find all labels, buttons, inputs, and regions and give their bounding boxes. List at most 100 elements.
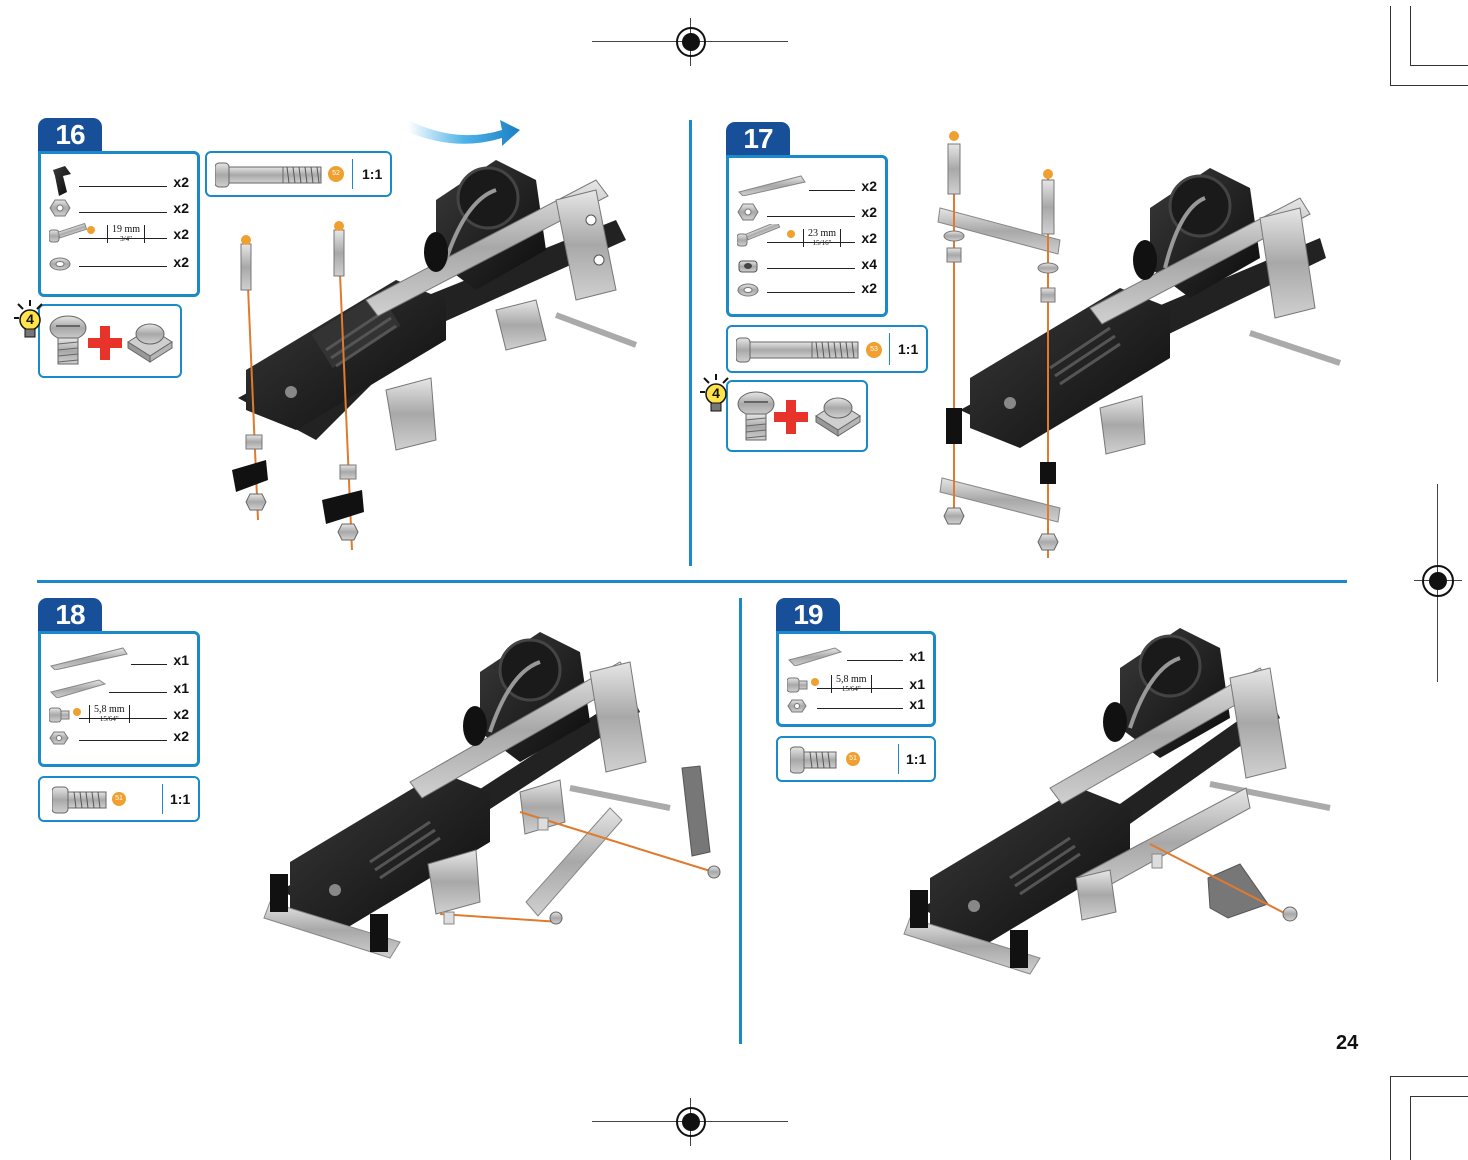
nut-icon	[737, 203, 759, 221]
scale-reference: 51 1:1	[38, 776, 200, 822]
part-row: x1	[787, 690, 925, 714]
part-row: x1	[49, 674, 189, 698]
tip-number: 4	[712, 385, 720, 401]
tip-bulb-icon: 4	[14, 300, 46, 340]
square-nut-icon	[815, 397, 861, 437]
washer-icon	[49, 257, 71, 271]
part-qty: x2	[173, 174, 189, 190]
short-bolt-icon	[49, 707, 81, 723]
washer-icon	[737, 283, 759, 297]
spacer-icon	[738, 260, 758, 273]
tip-box	[726, 380, 868, 452]
corner-bracket-icon	[53, 166, 71, 196]
part-badge: 52	[328, 166, 344, 182]
tip-bulb-icon: 4	[700, 374, 732, 414]
part-row: x4	[737, 250, 877, 274]
crop-mark-top-right	[1390, 6, 1468, 86]
step-number: 17	[726, 122, 790, 156]
screw-icon	[49, 315, 87, 365]
part-row: x2	[737, 198, 877, 222]
assembly-illustration	[903, 628, 1331, 975]
part-qty: x2	[173, 706, 189, 722]
part-qty: x2	[173, 254, 189, 270]
plus-icon	[88, 326, 122, 360]
nut-icon	[49, 731, 69, 745]
scale-ratio: 1:1	[170, 791, 191, 807]
short-bolt-icon	[790, 746, 837, 774]
step-number: 18	[38, 598, 102, 632]
part-row: x2	[49, 166, 189, 196]
registration-mark-bottom	[592, 1098, 792, 1146]
registration-mark-right	[1414, 484, 1462, 682]
registration-mark-top	[592, 18, 792, 66]
crop-mark-bottom-right	[1390, 1076, 1468, 1160]
part-qty: x1	[909, 648, 925, 664]
strip-icon	[50, 647, 128, 670]
nut-icon	[787, 699, 807, 713]
part-row: x2	[737, 274, 877, 298]
scale-ratio: 1:1	[362, 166, 383, 182]
part-row: x2	[49, 722, 189, 746]
plus-icon	[774, 400, 808, 434]
scale-reference: 52 1:1	[205, 151, 392, 197]
nut-icon	[49, 199, 71, 217]
part-qty: x2	[173, 728, 189, 744]
bolt-icon	[737, 224, 795, 247]
bolt-icon	[215, 162, 322, 188]
step-number: 16	[38, 118, 102, 152]
crop-mark-bottom-right-inner	[1410, 1096, 1468, 1160]
tip-number: 4	[26, 311, 34, 327]
assembly-illustration	[232, 160, 638, 551]
rotate-arrow-icon	[408, 120, 520, 146]
panel-divider-vertical-bottom	[739, 598, 742, 1044]
part-qty: x2	[861, 280, 877, 296]
square-nut-icon	[127, 323, 173, 363]
part-row: x1	[49, 646, 189, 670]
tip-box	[38, 304, 182, 378]
part-qty: x1	[173, 652, 189, 668]
part-qty: x2	[861, 178, 877, 194]
part-qty: x1	[909, 696, 925, 712]
crop-mark-top-right-inner	[1410, 6, 1468, 66]
step-number: 19	[776, 598, 840, 632]
part-row: x2	[49, 248, 189, 272]
page-number: 24	[1336, 1032, 1359, 1054]
part-qty: x2	[173, 200, 189, 216]
short-bolt-icon	[52, 786, 107, 814]
part-qty: x2	[173, 226, 189, 242]
scale-reference: 51 1:1	[776, 736, 936, 782]
bolt-icon	[736, 337, 859, 363]
part-badge: 53	[866, 342, 882, 358]
part-badge: 51	[846, 752, 860, 766]
angle-strip-icon	[50, 679, 107, 698]
bolt-icon	[49, 222, 95, 243]
part-row: x2	[737, 172, 877, 196]
part-badge: 51	[112, 792, 126, 806]
part-qty: x2	[861, 230, 877, 246]
part-row: x2	[49, 194, 189, 218]
part-qty: x1	[173, 680, 189, 696]
assembly-illustration	[263, 632, 721, 959]
part-qty: x2	[861, 204, 877, 220]
panel-divider-vertical-top	[689, 120, 692, 566]
scale-reference: 53 1:1	[726, 325, 928, 373]
screw-icon	[737, 391, 775, 441]
short-bolt-icon	[787, 677, 819, 693]
scale-ratio: 1:1	[898, 341, 919, 357]
part-row: x1	[787, 642, 925, 666]
part-qty: x4	[861, 256, 877, 272]
angle-strip-icon	[788, 647, 843, 666]
strip-icon	[738, 175, 806, 196]
panel-divider-horizontal	[37, 580, 1347, 583]
